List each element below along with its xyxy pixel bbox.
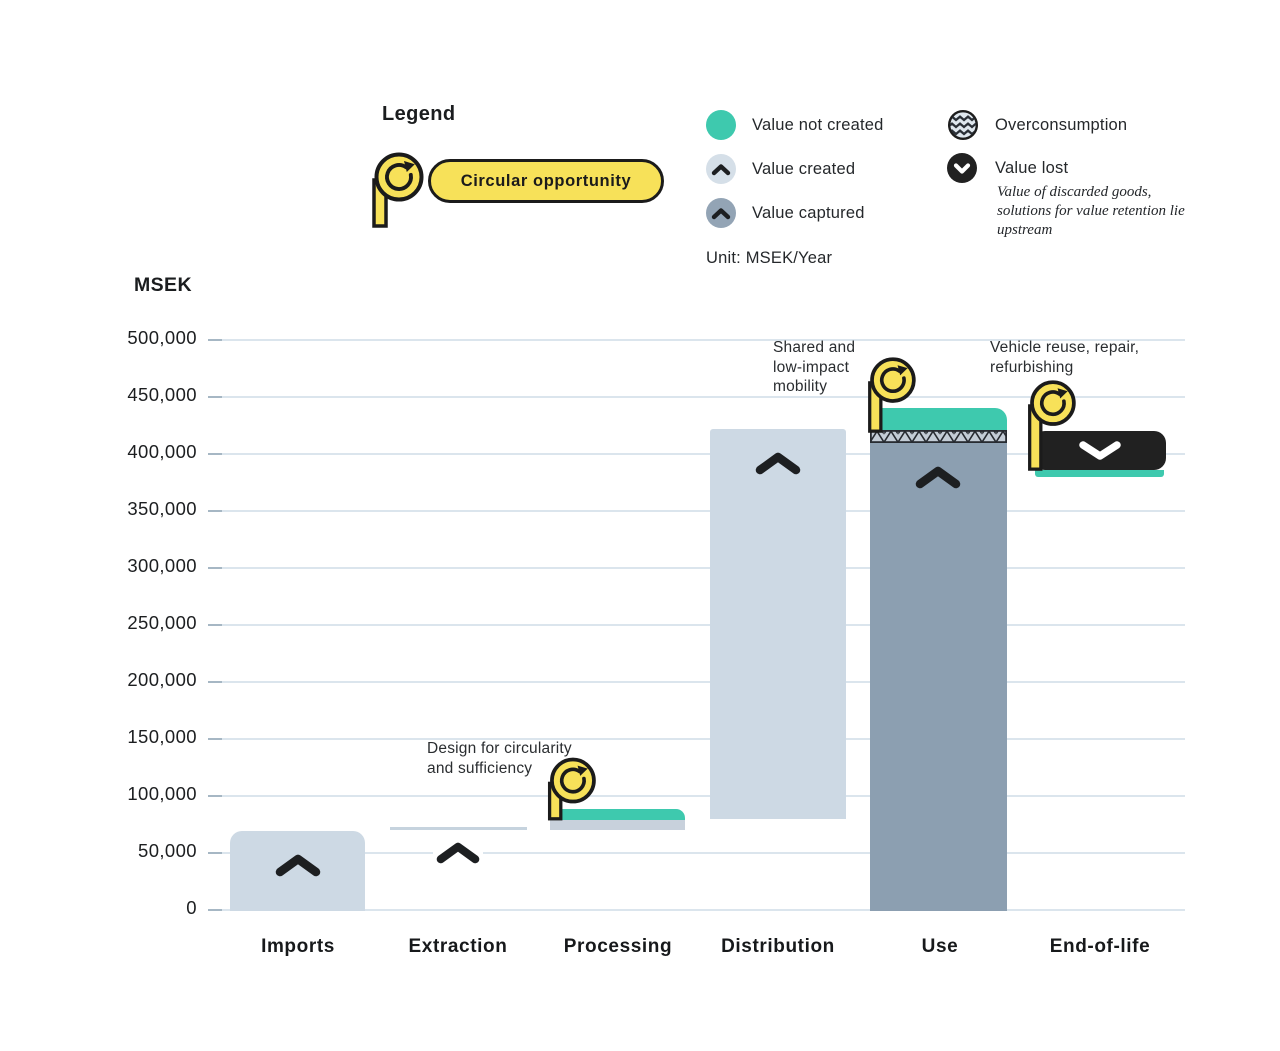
bar-end-of-life-value-lost: [1033, 431, 1166, 470]
chevron-up-icon: [436, 842, 480, 864]
value-not-created-icon: [706, 110, 736, 140]
overconsumption-icon: [947, 109, 979, 141]
axis-tick: [208, 681, 222, 683]
bar-use-overconsumption-band: [870, 430, 1007, 443]
annotation-use: Shared and low-impact mobility: [773, 339, 856, 395]
bar-use-value-not-created: [870, 408, 1007, 430]
gridline: [210, 510, 1185, 512]
legend-item-label: Value captured: [752, 204, 865, 222]
circular-opportunity-icon: [868, 357, 916, 433]
circular-opportunity-icon: [372, 152, 424, 228]
axis-tick: [208, 909, 222, 911]
annotation-end-of-life: Vehicle reuse, repair, refurbishing: [990, 339, 1140, 376]
x-axis-label-distribution: Distribution: [721, 936, 835, 957]
x-axis-label-extraction: Extraction: [408, 936, 508, 957]
gridline: [210, 453, 1185, 455]
y-axis-tick-label: 150,000: [127, 726, 197, 747]
circular-opportunity-icon: [1028, 380, 1076, 471]
circular-opportunity-label: Circular opportunity: [460, 171, 632, 190]
x-axis-label-imports: Imports: [261, 936, 335, 957]
value-captured-icon: [706, 198, 736, 228]
axis-tick: [208, 624, 222, 626]
legend-title: Legend: [382, 103, 456, 125]
legend-item-label: Value created: [752, 160, 856, 178]
y-axis-tick-label: 50,000: [138, 840, 197, 861]
chevron-up-icon: [711, 207, 731, 219]
y-axis-tick-label: 100,000: [127, 783, 197, 804]
y-axis-tick-label: 400,000: [127, 441, 197, 462]
chevron-down-icon: [1078, 441, 1121, 460]
y-axis-tick-label: 350,000: [127, 498, 197, 519]
chevron-up-icon: [915, 466, 961, 489]
gridline: [210, 738, 1185, 740]
legend-item-label: Overconsumption: [995, 116, 1128, 134]
gridline: [210, 567, 1185, 569]
bar-distribution-value-created: [710, 429, 846, 819]
legend-item-label: Value not created: [752, 116, 884, 134]
gridline: [210, 396, 1185, 398]
axis-tick: [208, 396, 222, 398]
circular-opportunity-icon: [547, 757, 596, 821]
bar-use-value-captured: [870, 443, 1007, 911]
y-axis-tick-label: 450,000: [127, 384, 197, 405]
axis-tick: [208, 795, 222, 797]
chevron-up-icon: [275, 854, 321, 877]
chevron-up-icon: [711, 163, 731, 175]
gridline: [210, 339, 1185, 341]
annotation-processing: Design for circularity and sufficiency: [427, 740, 572, 777]
chevron-down-icon: [953, 162, 971, 174]
gridline: [210, 852, 1185, 854]
x-axis-label-processing: Processing: [563, 936, 673, 957]
y-axis-tick-label: 250,000: [127, 612, 197, 633]
gridline: [210, 624, 1185, 626]
axis-tick: [208, 510, 222, 512]
y-axis-tick-label: 0: [186, 897, 197, 918]
y-axis-tick-label: 300,000: [127, 555, 197, 576]
axis-tick: [208, 567, 222, 569]
axis-tick: [208, 339, 222, 341]
axis-tick: [208, 852, 222, 854]
gridline: [210, 795, 1185, 797]
bar-imports-value-created: [230, 831, 365, 911]
gridline: [210, 681, 1185, 683]
y-axis-tick-label: 500,000: [127, 327, 197, 348]
unit-label: Unit: MSEK/Year: [706, 249, 833, 267]
circular-opportunity-pill: Circular opportunity: [428, 159, 664, 203]
axis-tick: [208, 738, 222, 740]
value-lost-note: Value of discarded goods, solutions for …: [997, 184, 1185, 238]
bar-processing-value-created: [550, 820, 685, 830]
bar-extraction-value-created: [390, 827, 527, 830]
bar-end-of-life-value-not-created: [1035, 470, 1164, 477]
y-axis-title: MSEK: [134, 274, 192, 296]
axis-tick: [208, 453, 222, 455]
x-axis-label-use: Use: [921, 936, 959, 957]
gridline: [210, 909, 1185, 911]
value-lost-icon: [947, 153, 977, 183]
y-axis-tick-label: 200,000: [127, 669, 197, 690]
bar-processing-value-not-created: [550, 809, 685, 820]
x-axis-label-end-of-life: End-of-life: [1049, 936, 1151, 957]
value-created-icon: [706, 154, 736, 184]
legend-item-label: Value lost: [995, 159, 1069, 177]
chevron-up-icon: [755, 452, 801, 475]
